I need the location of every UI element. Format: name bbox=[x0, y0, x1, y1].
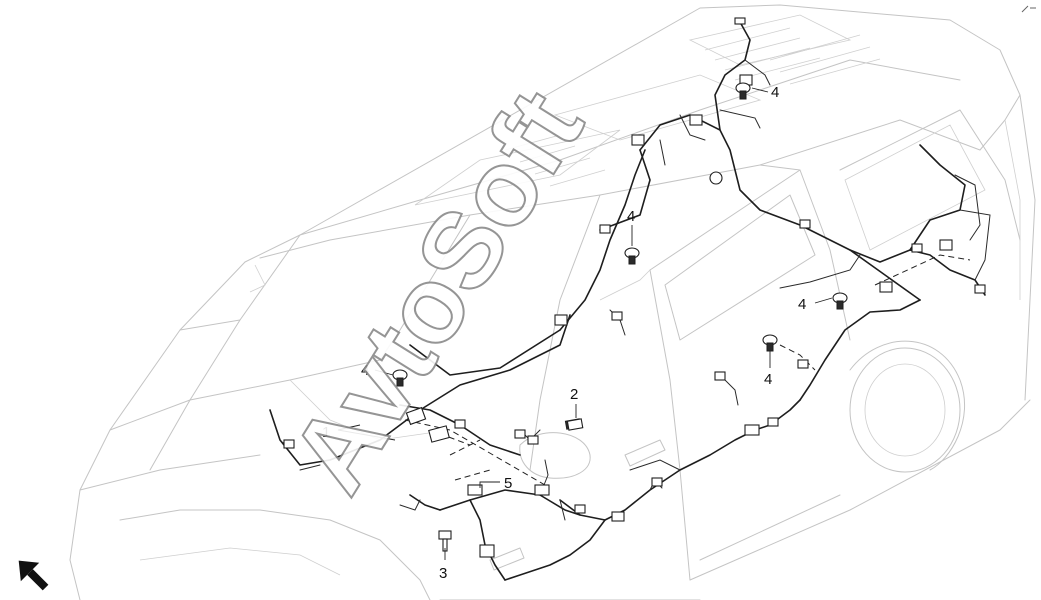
front-direction-arrow-icon bbox=[18, 560, 49, 591]
clip-icon bbox=[624, 247, 640, 265]
callout-labels: 1 2 3 4 4 4 4 4 5 bbox=[322, 84, 806, 582]
vehicle-body-outline bbox=[69, 4, 1036, 600]
clip-icon bbox=[735, 82, 751, 100]
clip-icon bbox=[832, 292, 848, 310]
callout-1: 1 bbox=[322, 424, 330, 441]
callout-3: 3 bbox=[439, 565, 447, 582]
component-2-icon bbox=[566, 418, 584, 431]
callout-leaders bbox=[337, 87, 833, 560]
callout-5: 5 bbox=[504, 475, 512, 492]
callout-4-dash: 4 bbox=[361, 362, 369, 379]
fasteners bbox=[392, 82, 848, 552]
callout-2: 2 bbox=[570, 386, 578, 403]
watermark-text: AvtoSoft bbox=[267, 70, 606, 512]
corner-mark-icon bbox=[1021, 5, 1036, 13]
callout-4-rear: 4 bbox=[798, 296, 806, 313]
callout-4-roof: 4 bbox=[771, 84, 779, 101]
callout-4-side: 4 bbox=[764, 371, 772, 388]
assembly-dashed-lines bbox=[404, 254, 971, 486]
callout-4-b-pillar: 4 bbox=[627, 208, 635, 225]
connectors bbox=[283, 17, 986, 558]
clip-icon bbox=[762, 334, 778, 352]
